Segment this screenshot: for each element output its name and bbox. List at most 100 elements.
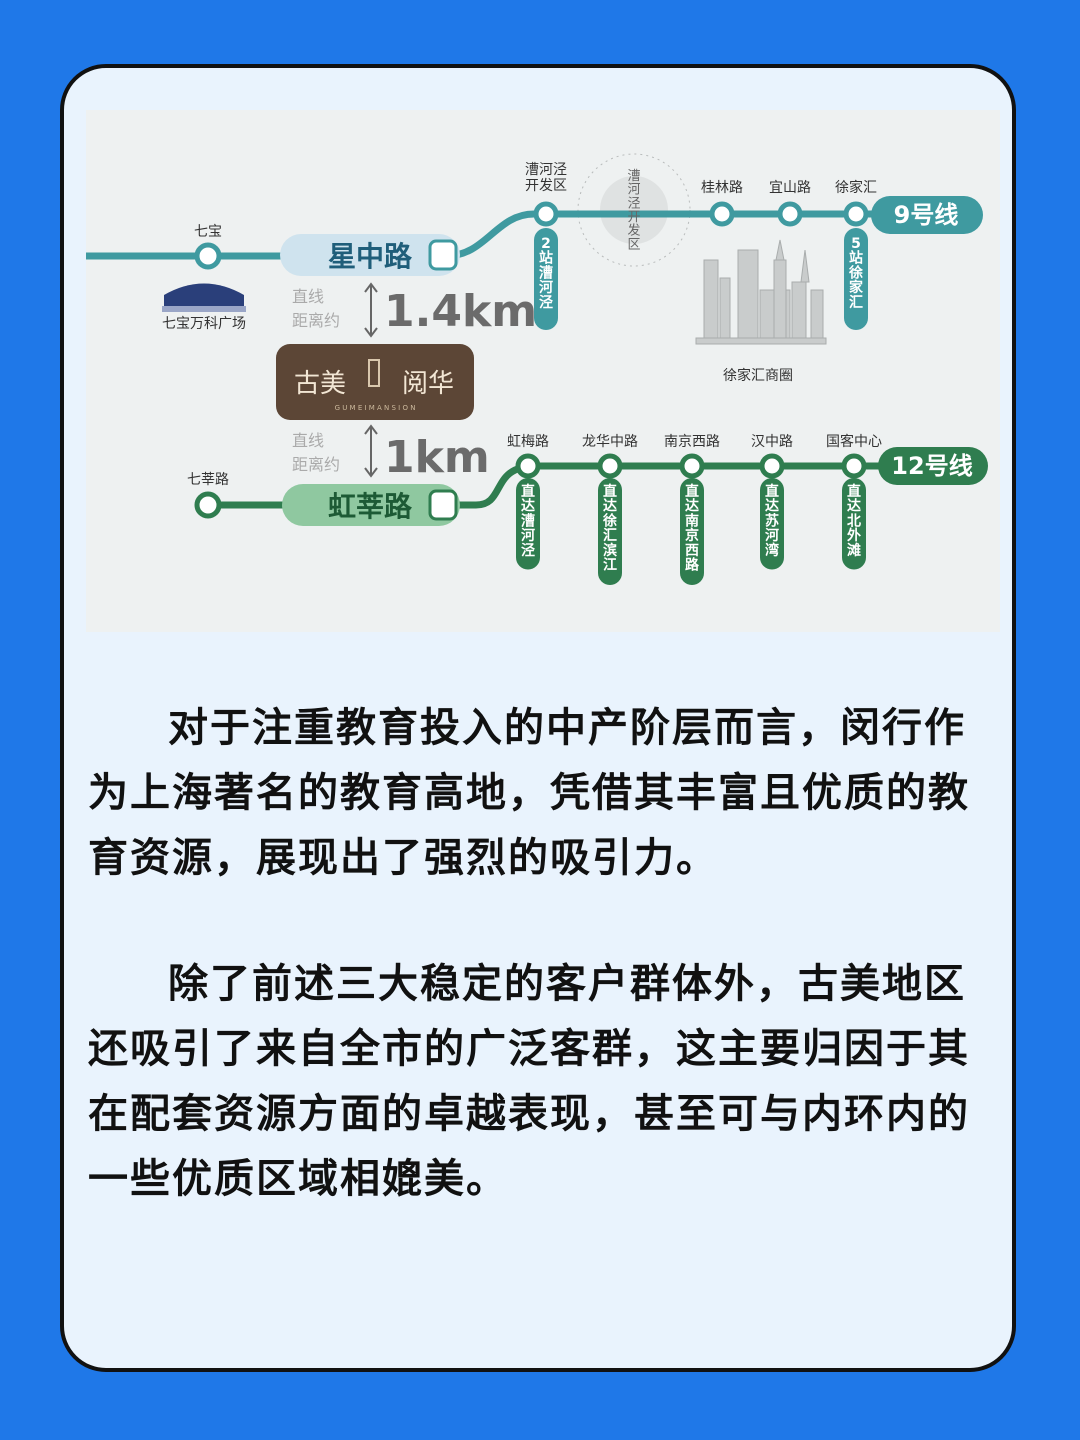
line12-badge-label: 12号线	[891, 452, 972, 480]
line12-station-4	[841, 453, 867, 479]
line12-station-label-4: 国客中心	[826, 433, 882, 450]
line12-note-3: 河	[765, 527, 779, 544]
line12-note-3: 苏	[765, 512, 779, 529]
line12-note-3: 直	[765, 483, 779, 500]
line12-station-label-3: 汉中路	[751, 434, 793, 450]
line9-station-label-1: 桂林路	[701, 180, 743, 196]
line12-note-3: 达	[765, 498, 779, 515]
line12-badge	[878, 447, 988, 485]
line9-note-1: 2	[541, 236, 551, 252]
line9-badge	[871, 196, 983, 234]
line12-note-bar-4	[842, 478, 866, 570]
line9-note-1: 站	[539, 250, 553, 267]
zone-label: 发	[627, 223, 640, 239]
line12-station-0	[515, 453, 541, 479]
line9-note-bar-1	[534, 228, 558, 330]
metro-map-svg: 七宝七宝万科广场星中路9号线漕河泾开发区桂林路宜山路徐家汇2站漕河泾5站徐家汇漕…	[86, 110, 1000, 632]
line9-badge-label: 9号线	[894, 201, 959, 229]
line12-station-label-1: 龙华中路	[582, 434, 638, 450]
line12-station-1	[597, 453, 623, 479]
skyline-illustration	[695, 239, 827, 345]
distance-label-9-b: 距离约	[292, 311, 340, 330]
distance-12: 1km	[384, 432, 490, 483]
line12-note-0: 达	[521, 498, 535, 515]
line12-station-2	[679, 453, 705, 479]
distance-label-12-b: 距离约	[292, 455, 340, 474]
qibao-label: 七宝	[194, 224, 222, 240]
line9-note-1: 漕	[539, 264, 553, 281]
project-name-right: 阅华	[402, 369, 454, 399]
line9-note-2: 站	[849, 250, 863, 267]
line12-note-1: 达	[603, 498, 617, 515]
line9-note-2: 家	[849, 279, 864, 296]
zone-label: 开	[627, 210, 640, 225]
line9-note-2: 徐	[848, 264, 863, 281]
paragraph-1: 对于注重教育投入的中产阶层而言，闵行作为上海著名的教育高地，凭借其丰富且优质的教…	[88, 705, 970, 881]
line12-note-bar-3	[760, 478, 784, 570]
line12-note-1: 江	[603, 557, 617, 574]
project-box	[276, 344, 474, 420]
line12-note-1: 滨	[603, 542, 617, 559]
district-label: 徐家汇商圈	[723, 367, 793, 384]
line12-note-1: 直	[603, 483, 617, 500]
line12-station-label-2: 南京西路	[664, 434, 720, 450]
qishen-station	[194, 491, 222, 519]
line12-note-2: 西	[685, 543, 699, 559]
line12-note-4: 北	[847, 513, 861, 529]
zone-label: 区	[627, 237, 640, 252]
line12-note-1: 汇	[603, 528, 617, 544]
qishen-label: 七莘路	[187, 471, 229, 488]
line12-note-4: 滩	[847, 542, 861, 559]
line12-note-2: 直	[685, 483, 699, 500]
line12-note-3: 湾	[765, 542, 779, 559]
distance-9: 1.4km	[384, 286, 537, 337]
paragraph-2: 除了前述三大稳定的客户群体外，古美地区还吸引了来自全市的广泛客群，这主要归因于其…	[88, 961, 970, 1202]
hongxin-pill	[282, 484, 460, 526]
line9-note-1: 泾	[539, 294, 553, 311]
xingzhong-label: 星中路	[328, 240, 413, 273]
qibao-mall-illustration	[162, 283, 246, 312]
qibao-station	[194, 242, 222, 270]
line12-note-bar-1	[598, 478, 622, 585]
hongxin-label: 虹莘路	[328, 490, 413, 523]
xingzhong-pill	[280, 234, 460, 276]
distance-arrows	[364, 282, 378, 478]
line9-note-2: 5	[851, 236, 861, 252]
line12-note-2: 京	[685, 527, 699, 544]
metro-icon	[428, 239, 458, 521]
zone-label: 河	[627, 183, 640, 198]
line12-note-2: 南	[685, 512, 699, 529]
line9-station-label-0: 漕河泾	[525, 162, 567, 178]
zone-label: 漕	[627, 169, 640, 184]
line12-note-0: 河	[521, 527, 535, 544]
line9-station-label-0: 开发区	[525, 178, 567, 194]
line9-station-label-2: 宜山路	[769, 180, 811, 196]
line12-note-0: 泾	[521, 542, 535, 559]
distance-label-12-a: 直线	[292, 431, 324, 450]
distance-label-9-a: 直线	[292, 287, 324, 306]
line12-note-1: 徐	[602, 512, 617, 529]
line9-note-bar-2	[844, 228, 868, 330]
line12-note-0: 漕	[521, 512, 535, 529]
line12-note-2: 路	[685, 557, 700, 574]
line12-note-bar-0	[516, 478, 540, 570]
line9-station-label-3: 徐家汇	[835, 179, 877, 196]
line12-note-2: 达	[685, 498, 699, 515]
project-name-en: G U M E I M A N S I O N	[335, 404, 416, 412]
line12-stations	[515, 453, 867, 585]
project-name-left: 古美	[294, 369, 346, 399]
line12-station-3	[759, 453, 785, 479]
line12-station-label-0: 虹梅路	[507, 434, 549, 450]
line12-note-4: 达	[847, 498, 861, 515]
line9-note-1: 河	[539, 279, 553, 296]
zone-label: 泾	[627, 196, 640, 211]
line9-note-2: 汇	[849, 295, 863, 311]
line12-note-4: 外	[847, 527, 861, 544]
line12-note-bar-2	[680, 478, 704, 585]
line12-note-4: 直	[847, 483, 861, 500]
line12-note-0: 直	[521, 483, 535, 500]
qibao-landmark-label: 七宝万科广场	[162, 316, 246, 332]
zone-circle	[577, 153, 691, 267]
